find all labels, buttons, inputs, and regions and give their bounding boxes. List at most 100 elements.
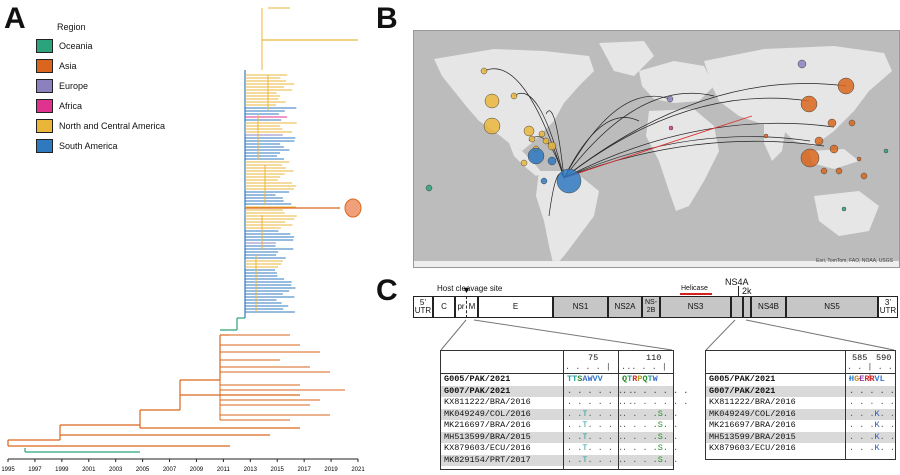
sequence-residues: . . .K. . . bbox=[849, 443, 895, 453]
column-separator bbox=[563, 351, 564, 469]
legend-label: Europe bbox=[59, 81, 89, 91]
location-asia bbox=[814, 136, 824, 146]
segment-ns2b: NS-2B bbox=[642, 296, 660, 318]
location-north-central-america bbox=[480, 67, 488, 75]
sequence-name: MH513599/BRA/2015 bbox=[444, 431, 531, 442]
location-north-central-america bbox=[523, 125, 535, 137]
transmission-route bbox=[563, 97, 810, 179]
sequence-name: MK049249/COL/2016 bbox=[444, 408, 531, 419]
legend-swatch bbox=[36, 59, 53, 73]
sequence-name: G005/PAK/2021 bbox=[709, 374, 776, 384]
alignment-header: 75 . . . . | . . 110 . . . . | . . bbox=[441, 351, 673, 382]
sequence-residues: . .T. . . . bbox=[567, 408, 624, 419]
alignment-row: KX811222/BRA/2016. . . . . . . bbox=[706, 397, 895, 409]
legend-label: Africa bbox=[59, 101, 83, 111]
alignment-row: G007/PAK/2021. . . . . . . bbox=[706, 385, 895, 397]
legend-label: South America bbox=[59, 141, 118, 151]
landmass bbox=[509, 143, 542, 176]
world-map: Esri, TomTom, FAO, NOAA, USGS bbox=[413, 30, 900, 268]
alignment-row: G005/PAK/2021 HGERRVL bbox=[706, 374, 895, 386]
axis-year-label: 1997 bbox=[28, 467, 42, 473]
location-north-central-america bbox=[510, 92, 518, 100]
sequence-residues: QTRPQTW bbox=[622, 374, 658, 384]
landmass bbox=[814, 191, 879, 236]
transmission-route bbox=[483, 68, 565, 179]
location-south-america bbox=[527, 147, 545, 165]
alignment-row: MK829154/PRT/2017. .T. . . .. . . .S. . bbox=[441, 454, 678, 466]
legend-swatch bbox=[36, 139, 53, 153]
sequence-residues: . . .K. . . bbox=[849, 408, 895, 419]
sequence-name: KX879603/ECU/2016 bbox=[709, 443, 796, 453]
sequence-name: MK216697/BRA/2016 bbox=[709, 420, 796, 430]
landmass bbox=[646, 109, 719, 211]
cleavage-arrow-icon: ▼ bbox=[462, 285, 471, 295]
landmass bbox=[599, 41, 654, 76]
panel-b-label: B bbox=[376, 2, 398, 35]
axis-year-label: 2019 bbox=[324, 467, 338, 473]
alignment-row: KX879603/ECU/2016 . . .K. . . bbox=[706, 443, 895, 455]
alignment-row: MH513599/BRA/2015. .T. . . .. . . .S. . bbox=[441, 431, 678, 443]
sequence-residues: . . . .S. . bbox=[622, 454, 679, 465]
location-asia bbox=[835, 167, 843, 175]
axis-year-label: 2017 bbox=[297, 467, 311, 473]
sequence-residues: . . . . . . . bbox=[567, 385, 634, 396]
sequence-residues: . . . . . . . bbox=[849, 397, 895, 407]
axis-year-label: 2011 bbox=[217, 467, 231, 473]
location-asia bbox=[827, 118, 837, 128]
segment-ns4a bbox=[731, 296, 743, 318]
axis-year-label: 2005 bbox=[136, 467, 150, 473]
location-asia bbox=[800, 95, 818, 113]
alignment-row: MK049249/COL/2016. . .K. . . bbox=[706, 408, 895, 420]
panel-c-label: C bbox=[376, 274, 398, 307]
sequence-name: MK216697/BRA/2016 bbox=[444, 420, 531, 430]
location-north-central-america bbox=[520, 159, 528, 167]
location-europe bbox=[666, 95, 674, 103]
sequence-residues: . . . . . . . bbox=[567, 397, 634, 407]
sequence-name: MH513599/BRA/2015 bbox=[709, 431, 796, 442]
sequence-residues: HGERRVL bbox=[849, 374, 885, 384]
sequence-name: G005/PAK/2021 bbox=[444, 374, 511, 384]
legend-swatch bbox=[36, 99, 53, 113]
genome-map: 5’ UTR C pr M E NS1 NS2A NS-2B NS3 NS4B … bbox=[413, 296, 898, 320]
axis-year-label: 2021 bbox=[351, 467, 365, 473]
location-north-central-america bbox=[547, 141, 557, 151]
sequence-residues: . . . .S. . bbox=[622, 408, 679, 419]
legend-item: Oceania bbox=[36, 39, 165, 53]
legend-item: North and Central America bbox=[36, 119, 165, 133]
ticks-585: . . | . . . . | bbox=[847, 362, 893, 382]
sequence-residues: . . . . . . . bbox=[622, 397, 689, 407]
map-canvas bbox=[414, 41, 899, 267]
axis-year-label: 2009 bbox=[190, 467, 204, 473]
transmission-route bbox=[563, 83, 847, 179]
alignment-row: MK216697/BRA/2016. .T. . . .. . . .S. . bbox=[441, 420, 678, 432]
location-oceania bbox=[425, 184, 433, 192]
axis-year-label: 2001 bbox=[82, 467, 96, 473]
sequence-residues: . .T. . . . bbox=[567, 454, 624, 465]
legend-label: Oceania bbox=[59, 41, 93, 51]
legend-swatch bbox=[36, 39, 53, 53]
sequence-residues: . . . .S. . bbox=[622, 420, 679, 430]
segment-ns3: NS3 bbox=[660, 296, 731, 318]
sequence-name: KX811222/BRA/2016 bbox=[444, 397, 531, 407]
location-south-america bbox=[556, 168, 582, 194]
column-separator bbox=[618, 351, 619, 469]
ns4a-label: NS4A bbox=[725, 277, 749, 287]
segment-2k bbox=[743, 296, 751, 318]
legend-label: North and Central America bbox=[59, 121, 166, 131]
position-75: 75 bbox=[588, 353, 599, 363]
alignment-row: G007/PAK/2021. . . . . . .. . . . . . . bbox=[441, 385, 688, 397]
axis-year-label: 2015 bbox=[271, 467, 285, 473]
transmission-route bbox=[563, 92, 715, 179]
axis-year-label: 2013 bbox=[244, 467, 258, 473]
location-asia bbox=[837, 77, 855, 95]
sequence-residues: . . .K. . . bbox=[849, 420, 895, 430]
location-asia bbox=[856, 156, 862, 162]
column-separator bbox=[845, 351, 846, 459]
location-asia bbox=[820, 167, 828, 175]
location-europe bbox=[797, 59, 807, 69]
sequence-name: G007/PAK/2021 bbox=[709, 385, 776, 396]
location-asia bbox=[829, 144, 839, 154]
